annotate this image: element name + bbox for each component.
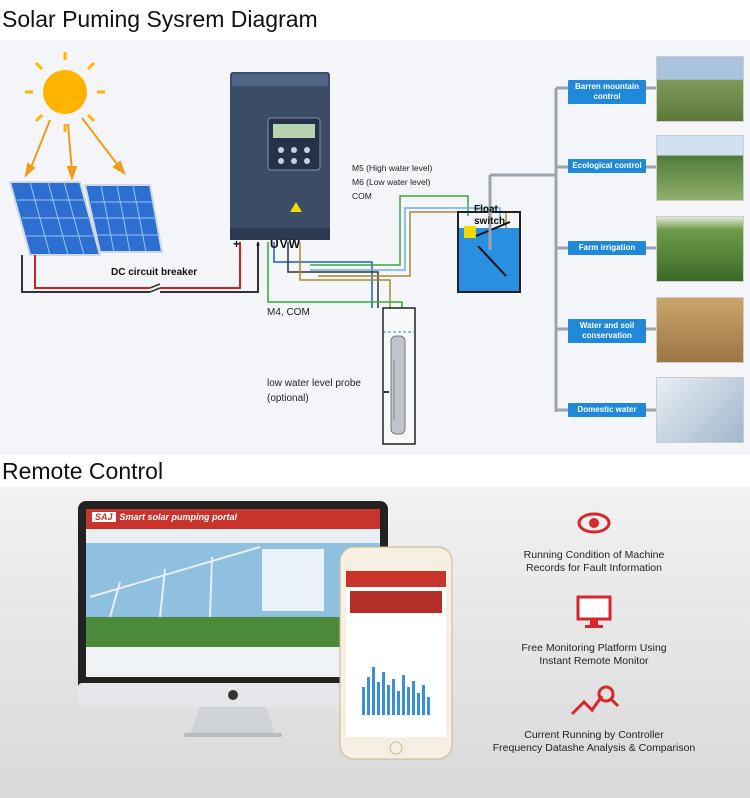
feature-2-line2: Instant Remote Monitor xyxy=(539,655,649,667)
feature-2: Free Monitoring Platform Using Instant R… xyxy=(469,642,719,668)
feature-3-line2: Frequency Datashe Analysis & Comparison xyxy=(492,742,696,754)
minus-label: - xyxy=(256,237,260,251)
app-ecological: Ecological control xyxy=(568,159,646,173)
system-diagram: DC circuit breaker + - UVW M5 (High wate… xyxy=(8,52,656,445)
ecological-photo xyxy=(656,135,744,201)
monitor-icon xyxy=(576,595,612,628)
app-domestic-water: Domestic water xyxy=(568,403,646,417)
portal-logo: SAJ xyxy=(92,512,116,522)
probe-label-2: (optional) xyxy=(267,393,309,404)
feature-3: Current Running by Controller Frequency … xyxy=(469,729,719,755)
float-label-1: Float xyxy=(474,204,499,215)
dc-breaker-label: DC circuit breaker xyxy=(111,267,197,278)
farm-irrigation-photo xyxy=(656,216,744,282)
soil-conservation-photo xyxy=(656,297,744,363)
plus-label: + xyxy=(233,237,240,251)
float-label-2: switch xyxy=(474,216,505,227)
desktop-monitor-icon xyxy=(78,501,388,737)
inverter-controller-icon xyxy=(230,72,330,240)
m6-label: M6 (Low water level) xyxy=(352,177,431,187)
solar-panel-icon xyxy=(8,181,164,256)
app-water-soil: Water and soil conservation xyxy=(568,319,646,343)
smartphone-icon xyxy=(339,546,453,760)
com-label: COM xyxy=(352,191,372,201)
analysis-chart-icon xyxy=(570,685,620,716)
app-farm-irrigation: Farm irrigation xyxy=(568,241,646,255)
probe-label-1: low water level probe xyxy=(267,378,361,389)
barren-mountain-photo xyxy=(656,56,744,122)
sun-icon xyxy=(24,52,126,181)
portal-title: Smart solar pumping portal xyxy=(119,512,238,522)
uvw-label: UVW xyxy=(270,237,301,251)
m4-label: M4, COM xyxy=(267,307,310,318)
feature-1-line1: Running Condition of Machine xyxy=(523,549,665,561)
feature-1-line2: Records for Fault Information xyxy=(526,562,662,574)
apple-logo-icon xyxy=(228,690,238,700)
devices-illustration xyxy=(78,501,453,760)
feature-2-line1: Free Monitoring Platform Using xyxy=(521,642,667,654)
domestic-water-photo xyxy=(656,377,744,443)
feature-1: Running Condition of Machine Records for… xyxy=(469,549,719,575)
section-title-remote: Remote Control xyxy=(2,458,164,484)
submersible-pump-well-icon xyxy=(382,307,416,445)
app-barren-mountain: Barren mountain control xyxy=(568,80,646,104)
section-title-diagram: Solar Puming Sysrem Diagram xyxy=(2,6,318,32)
feature-3-line1: Current Running by Controller xyxy=(524,729,664,741)
eye-icon xyxy=(577,512,611,534)
m5-label: M5 (High water level) xyxy=(352,163,432,173)
